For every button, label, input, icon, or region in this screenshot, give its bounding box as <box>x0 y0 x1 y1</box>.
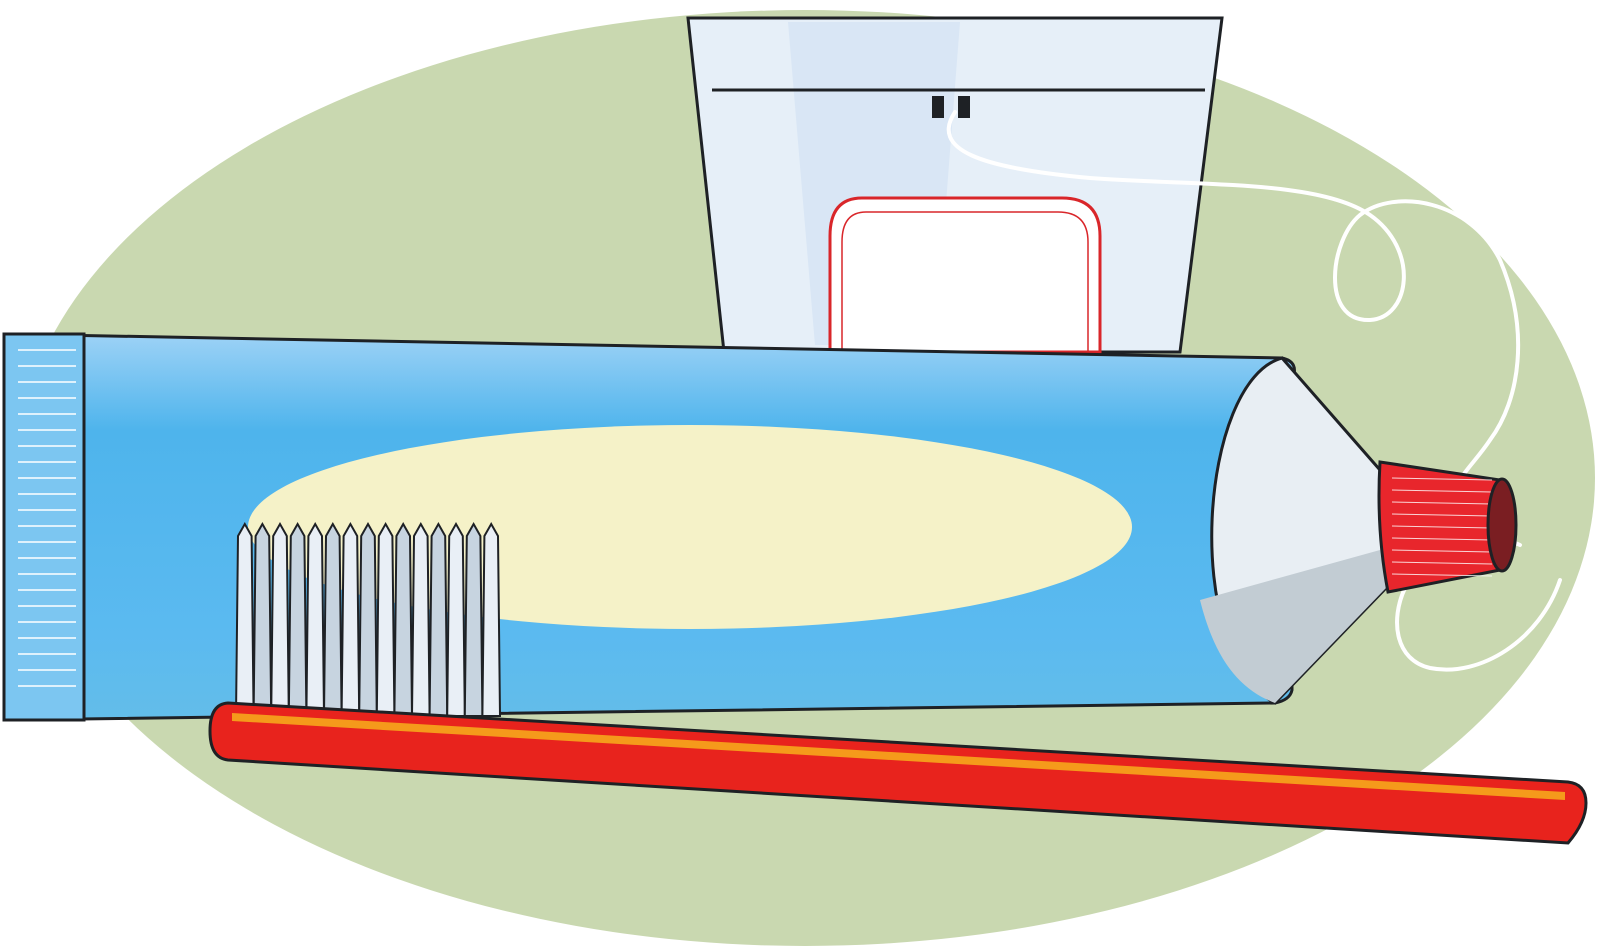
toothpaste-tube <box>2 332 1518 722</box>
bristle-tuft <box>252 521 273 717</box>
bristle-tuft <box>463 521 484 717</box>
bristle-tuft <box>446 521 466 717</box>
toothbrush-bristles <box>234 521 502 717</box>
toothpaste-cap-end <box>1486 477 1518 573</box>
tube-crimp <box>2 332 86 722</box>
bristle-tuft <box>305 521 326 717</box>
floss-cutter-slot <box>958 96 970 118</box>
floss-box-label-frame <box>828 196 1102 354</box>
cap-ridge <box>1391 549 1493 553</box>
bristle-tuft <box>358 521 378 717</box>
bristle-tuft <box>322 521 343 717</box>
bristle-tuft <box>375 521 396 717</box>
tube-shoulder-shadow <box>1200 550 1386 703</box>
floss-cutter-slot <box>932 96 944 118</box>
floss-string <box>946 110 1522 547</box>
cap-ridge <box>1391 573 1493 577</box>
bristle-tuft <box>234 521 255 717</box>
cap-ridges <box>1391 477 1493 577</box>
bristle-tuft <box>393 521 414 717</box>
cap-ridge <box>1391 501 1493 505</box>
cap-ridge <box>1391 561 1493 565</box>
bristle-tuft <box>340 521 361 717</box>
cap-ridge <box>1391 477 1493 481</box>
cap-ridge <box>1391 537 1493 541</box>
bristle-tuft <box>270 521 290 717</box>
dental-floss-box <box>686 16 1224 354</box>
cap-ridge <box>1391 525 1493 529</box>
bristle-tuft <box>287 521 308 717</box>
bristle-tuft <box>481 521 502 717</box>
bristle-tuft <box>428 521 449 717</box>
toothbrush-handle-stripe <box>232 713 1565 800</box>
cap-ridge <box>1391 489 1493 493</box>
bristle-tuft <box>410 521 431 717</box>
floss-box-label-inner-frame <box>841 211 1089 353</box>
tube-crimp-ridges <box>18 336 85 718</box>
floss-string-tail <box>1395 578 1562 672</box>
cap-ridge <box>1391 513 1493 517</box>
toothbrush <box>208 521 1588 845</box>
